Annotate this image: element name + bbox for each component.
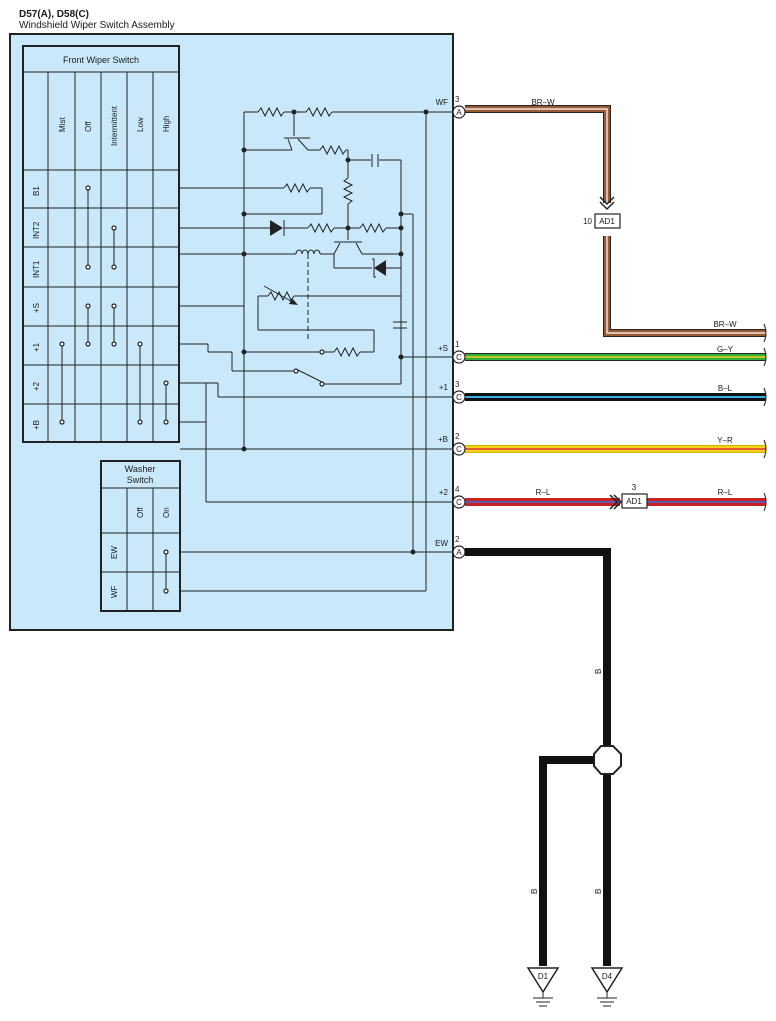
washer-switch-table: Washer Switch Off On EW WF [100, 460, 181, 612]
pin-connector-plus-1: C [456, 393, 462, 402]
ground-point-d1: D1 [526, 967, 560, 1007]
washer-row-wf: WF [110, 585, 119, 598]
front-wiper-switch-title: Front Wiper Switch [63, 55, 139, 65]
row-b1: B1 [32, 186, 41, 196]
terminal-name-plus-s: +S [438, 344, 448, 353]
pin-connector-ew: A [456, 548, 462, 557]
ad1-upper-label: AD1 [599, 217, 615, 226]
wire-label-g-y: G–Y [717, 345, 734, 354]
wire-label-y-r: Y–R [717, 436, 733, 445]
pin-number-wf: 3 [455, 95, 460, 104]
wire-label-r-l-right: R–L [718, 488, 733, 497]
ground-label-d4: D4 [602, 972, 613, 981]
internal-circuit [180, 106, 454, 592]
junction-connector-ad1-upper: AD1 10 [583, 196, 621, 229]
wire-break-markers [763, 323, 767, 512]
terminal-labels: WF 3 +S 1 +1 3 +B 2 +2 4 EW 2 [435, 95, 460, 548]
terminal-name-plus-2: +2 [439, 488, 449, 497]
ad1-upper-pin: 10 [583, 217, 592, 226]
pin-connector-plus-s: C [456, 353, 462, 362]
harness-wires [465, 105, 766, 966]
terminal-name-plus-1: +1 [439, 383, 449, 392]
wire-label-ground-left: B [530, 889, 539, 894]
row-int2: INT2 [32, 221, 41, 239]
pin-number-plus-b: 2 [455, 432, 460, 441]
wire-labels: BR–W BR–W G–Y B–L Y–R R–L R–L B B B [530, 98, 737, 894]
ground-point-d4: D4 [590, 967, 624, 1007]
component-title: Windshield Wiper Switch Assembly [19, 20, 175, 31]
washer-row-ew: EW [110, 546, 119, 559]
row-int1: INT1 [32, 260, 41, 278]
pin-number-ew: 2 [455, 535, 460, 544]
column-off: Off [84, 121, 93, 132]
column-intermittent: Intermittent [110, 105, 119, 146]
wire-label-br-w-return: BR–W [713, 320, 737, 329]
column-high: High [162, 116, 171, 132]
row-plus-b: +B [32, 420, 41, 430]
washer-switch-title-line1: Washer [125, 464, 156, 474]
washer-column-on: On [162, 507, 171, 518]
pin-number-plus-s: 1 [455, 340, 460, 349]
column-low: Low [136, 117, 145, 132]
terminal-name-ew: EW [435, 539, 448, 548]
wire-label-br-w: BR–W [531, 98, 555, 107]
pin-number-plus-2: 4 [455, 485, 460, 494]
terminal-name-wf: WF [436, 98, 449, 107]
column-mist: Mist [58, 117, 67, 132]
wire-label-ground-main: B [594, 669, 603, 674]
wire-label-b-l: B–L [718, 384, 733, 393]
wire-label-r-l-left: R–L [536, 488, 551, 497]
connector-header: D57(A), D58(C) [19, 9, 89, 20]
row-plus-s: +S [32, 303, 41, 313]
pin-connector-plus-2: C [456, 498, 462, 507]
pin-number-plus-1: 3 [455, 380, 460, 389]
washer-switch-title-line2: Switch [127, 475, 154, 485]
pin-connector-wf: A [456, 108, 462, 117]
pin-connector-plus-b: C [456, 445, 462, 454]
row-plus-2: +2 [32, 381, 41, 391]
ground-splice-point [593, 745, 622, 775]
connector-pins: A C C C C A [452, 105, 466, 559]
junction-dots [241, 109, 429, 555]
junction-connector-ad1-lower: AD1 3 [609, 483, 648, 510]
front-wiper-switch-table: Front Wiper Switch Mist Off Intermittent… [22, 45, 180, 443]
ad1-lower-label: AD1 [626, 497, 642, 506]
row-plus-1: +1 [32, 342, 41, 352]
washer-column-off: Off [136, 507, 145, 518]
wire-label-ground-right: B [594, 889, 603, 894]
ad1-lower-pin: 3 [632, 483, 637, 492]
ground-label-d1: D1 [538, 972, 549, 981]
switch-continuity-marks [59, 185, 169, 425]
terminal-name-plus-b: +B [438, 435, 448, 444]
